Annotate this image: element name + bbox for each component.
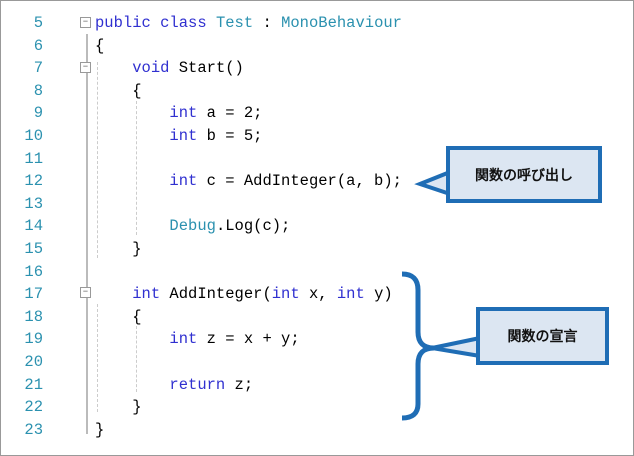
code-line[interactable]: 17 int AddInteger(int x, int y) [0,283,440,305]
code-line[interactable]: 20 [0,351,440,373]
line-number: 17 [24,285,43,304]
code-line[interactable]: 9 int a = 2; [0,102,440,124]
code-token: { [95,307,142,326]
code-token: x, [299,285,337,304]
code-line[interactable]: 21 return z; [0,374,440,396]
code-text: return z; [95,374,253,396]
code-line[interactable]: 13 [0,193,440,215]
collapse-icon[interactable]: − [80,62,91,73]
line-number: 18 [24,307,43,326]
code-text: } [95,396,142,418]
code-text: Debug.Log(c); [95,215,290,237]
code-token: int [169,172,198,191]
line-number: 11 [24,149,43,168]
callout-pointer [431,335,482,359]
code-text: int AddInteger(int x, int y) [95,283,393,305]
code-line[interactable]: 7 void Start() [0,57,440,79]
collapse-icon[interactable]: − [80,287,91,298]
code-token: : [253,14,282,32]
code-token: void [132,59,170,78]
line-number: 12 [24,172,43,191]
line-number: 23 [24,420,43,439]
code-line[interactable]: 23} [0,419,440,441]
indent-guide [136,101,137,235]
code-token: a = 2; [197,104,263,123]
code-line[interactable]: 19 int z = x + y; [0,328,440,350]
code-line[interactable]: 5 public class Test : MonoBehaviour [0,12,440,34]
code-line[interactable]: 16 [0,261,440,283]
code-token: { [95,81,142,100]
code-token: public [95,14,151,32]
line-number: 20 [24,353,43,371]
code-token: { [95,36,105,55]
code-text: int c = AddInteger(a, b); [95,170,402,192]
line-number: 7 [33,59,43,78]
code-line[interactable]: 11 [0,148,440,170]
code-token: int [169,127,198,145]
code-line[interactable]: 14 Debug.Log(c); [0,215,440,237]
callout-function-declaration: 関数の宣言 [476,307,609,365]
line-number: 9 [33,104,43,123]
line-number: 19 [24,330,43,349]
code-text: void Start() [95,57,244,79]
code-line[interactable]: 22 } [0,396,440,418]
code-token: Test [215,14,254,32]
code-token: int [271,285,300,304]
indent-guide [136,326,137,392]
code-line[interactable]: 18 { [0,306,440,328]
line-number: 10 [24,127,43,145]
code-token: class [150,14,216,32]
code-line[interactable]: 6{ [0,35,440,57]
code-token: c = AddInteger(a, b); [197,172,402,191]
code-token: .Log(c); [215,217,291,236]
code-token: } [95,240,142,258]
code-token: int [336,285,365,304]
callout-function-call: 関数の呼び出し [446,146,602,203]
line-number: 13 [24,194,43,213]
code-text: { [95,35,104,57]
code-token: b = 5; [197,127,263,145]
code-token: } [95,398,142,417]
code-text: { [95,306,142,328]
line-number: 16 [24,262,43,281]
code-line[interactable]: 12 int c = AddInteger(a, b); [0,170,440,192]
code-line[interactable]: 10 int b = 5; [0,125,440,147]
code-token: Start() [169,59,244,78]
code-text: } [95,419,104,441]
line-number: 22 [24,398,43,417]
code-text: } [95,238,142,260]
code-token: z; [225,375,254,394]
code-token: MonoBehaviour [281,14,402,32]
code-token: z = x + y; [197,330,300,349]
code-token: AddInteger( [160,285,272,304]
code-token: int [169,104,198,123]
code-text: public class Test : MonoBehaviour [95,12,402,34]
indent-guide [97,304,98,412]
line-number: 8 [33,81,43,100]
code-line[interactable]: 15 } [0,238,440,260]
code-token: y) [364,285,393,304]
code-text: int b = 5; [95,125,262,147]
line-number: 21 [24,375,43,394]
code-text: { [95,80,142,102]
code-token: Debug [169,217,216,236]
code-text: int z = x + y; [95,328,300,350]
code-token: int [169,330,198,349]
code-token: return [169,375,226,394]
line-number: 5 [33,14,43,32]
code-token: int [132,285,161,304]
line-number: 15 [24,240,43,258]
outline-guide [86,34,88,434]
code-text: int a = 2; [95,102,262,124]
line-number: 14 [24,217,43,236]
collapse-icon[interactable]: − [80,17,91,28]
code-token: } [95,420,105,439]
code-line[interactable]: 8 { [0,80,440,102]
curly-brace [401,271,435,421]
indent-guide [97,62,98,258]
line-number: 6 [33,36,43,55]
